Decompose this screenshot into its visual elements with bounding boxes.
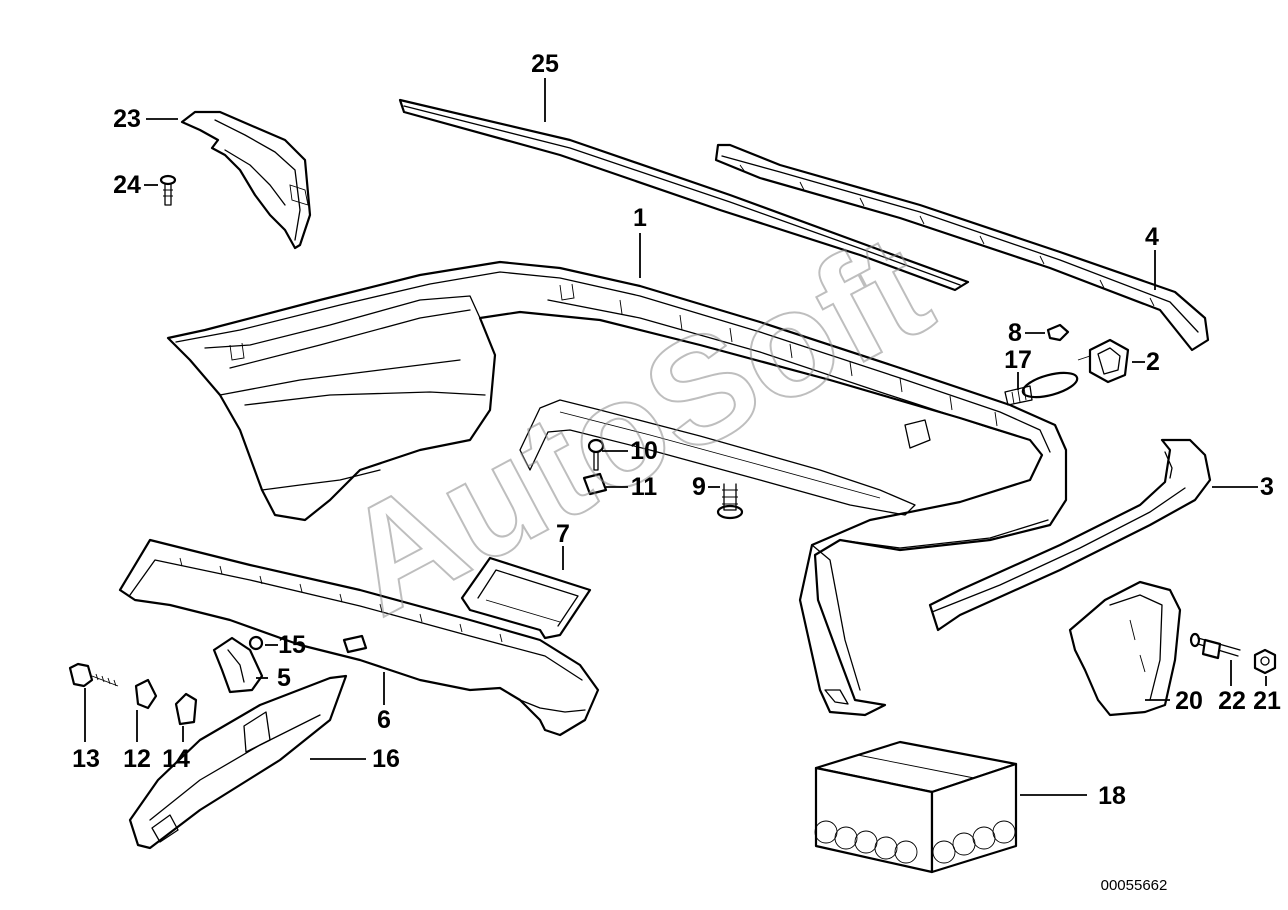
- callout-13: 13: [72, 745, 100, 773]
- cover-cap-2[interactable]: [1077, 338, 1130, 384]
- callout-4: 4: [1145, 223, 1159, 251]
- lamp-housing-7[interactable]: [460, 556, 592, 640]
- callout-20: 20: [1175, 687, 1203, 715]
- callout-6: 6: [377, 706, 391, 734]
- side-trim-3[interactable]: [928, 438, 1212, 632]
- trim-strip-25[interactable]: [398, 98, 970, 292]
- push-clip-24[interactable]: [159, 174, 177, 206]
- callout-25: 25: [531, 50, 559, 78]
- guard-strip-4[interactable]: [714, 143, 1210, 352]
- screw-10[interactable]: [587, 438, 605, 471]
- callout-22: 22: [1218, 687, 1246, 715]
- inner-panel-23[interactable]: [180, 110, 312, 250]
- leader-lines: [84, 78, 1267, 796]
- callout-16: 16: [372, 745, 400, 773]
- cap-15[interactable]: [248, 635, 264, 651]
- callout-17: 17: [1004, 346, 1032, 374]
- callout-14: 14: [162, 745, 190, 773]
- callout-labels: 25 1 4 8 2 17 3 23 24 10 11 9 7 15 5 6 1…: [72, 50, 1281, 810]
- callout-7: 7: [556, 520, 570, 548]
- callout-8: 8: [1008, 319, 1022, 347]
- nut-21[interactable]: [1253, 648, 1277, 675]
- clip-8[interactable]: [1046, 323, 1070, 342]
- callout-5: 5: [277, 664, 291, 692]
- callout-12: 12: [123, 745, 151, 773]
- clip-12[interactable]: [134, 678, 158, 710]
- callout-18: 18: [1098, 782, 1126, 810]
- callout-24: 24: [113, 171, 141, 199]
- callout-11: 11: [631, 473, 658, 501]
- bumper-cover-1[interactable]: [166, 260, 1068, 717]
- callout-1: 1: [633, 204, 647, 232]
- bumper-inner-carrier: [519, 399, 916, 516]
- callout-3: 3: [1260, 473, 1274, 501]
- parts-box-18[interactable]: [814, 740, 1018, 874]
- towing-eye-17[interactable]: [1004, 368, 1080, 406]
- callout-2: 2: [1146, 348, 1160, 376]
- bolt-22[interactable]: [1189, 632, 1241, 660]
- side-flap-16[interactable]: [128, 674, 348, 850]
- clip-14[interactable]: [174, 692, 198, 726]
- callout-9: 9: [692, 473, 706, 501]
- callout-15: 15: [278, 631, 306, 659]
- document-number: 00055662: [1101, 877, 1168, 894]
- box-clip-row: [814, 820, 1016, 864]
- callout-23: 23: [113, 105, 141, 133]
- bracket-5[interactable]: [212, 636, 264, 694]
- callout-10: 10: [630, 437, 658, 465]
- clip-nut-11[interactable]: [582, 472, 608, 496]
- lower-apron-6[interactable]: [118, 538, 600, 737]
- screw-13[interactable]: [68, 662, 119, 688]
- inner-panel-20[interactable]: [1068, 580, 1182, 717]
- callout-21: 21: [1253, 687, 1281, 715]
- rivet-9[interactable]: [716, 483, 744, 520]
